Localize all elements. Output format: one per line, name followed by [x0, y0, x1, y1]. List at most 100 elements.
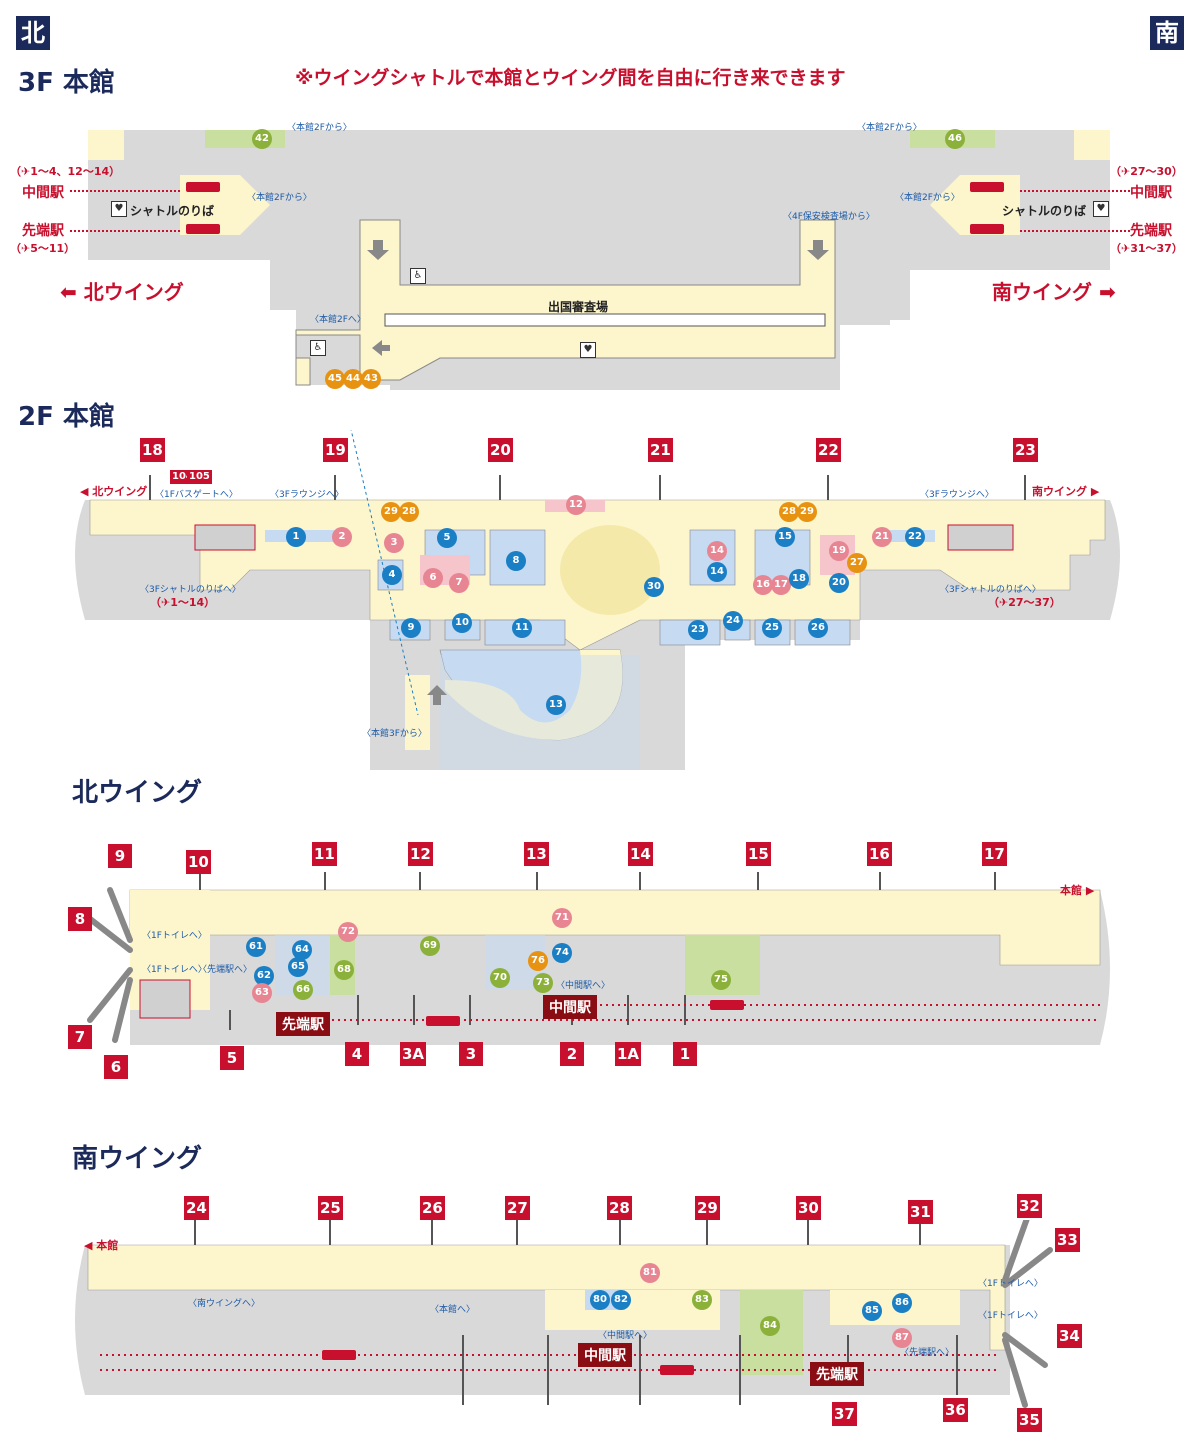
poi-84[interactable]: 84	[760, 1316, 780, 1336]
gate-5[interactable]: 5	[220, 1046, 244, 1070]
poi-18[interactable]: 18	[789, 569, 809, 589]
to-main-building[interactable]: 本館 ▶	[1060, 884, 1095, 897]
gate-13[interactable]: 13	[524, 842, 549, 866]
poi-3[interactable]: 3	[384, 533, 404, 553]
poi-70[interactable]: 70	[490, 968, 510, 988]
gate-8[interactable]: 8	[68, 907, 92, 931]
poi-23[interactable]: 23	[688, 620, 708, 640]
poi-24[interactable]: 24	[723, 611, 743, 631]
poi-45[interactable]: 45	[325, 369, 345, 389]
poi-21[interactable]: 21	[872, 527, 892, 547]
poi-10[interactable]: 10	[452, 613, 472, 633]
gate-31[interactable]: 31	[908, 1200, 933, 1224]
poi-63[interactable]: 63	[252, 983, 272, 1003]
poi-85[interactable]: 85	[862, 1301, 882, 1321]
north-mid-station-label[interactable]: 中間駅	[543, 995, 597, 1019]
gate-6[interactable]: 6	[104, 1055, 128, 1079]
poi-72[interactable]: 72	[338, 922, 358, 942]
gate-26[interactable]: 26	[420, 1196, 445, 1220]
gate-20[interactable]: 20	[488, 438, 513, 462]
south-mid-station[interactable]: 中間駅	[1130, 185, 1172, 201]
poi-1[interactable]: 1	[286, 527, 306, 547]
poi-76[interactable]: 76	[528, 951, 548, 971]
poi-61[interactable]: 61	[246, 937, 266, 957]
poi-14b[interactable]: 14	[707, 562, 727, 582]
gate-18[interactable]: 18	[140, 438, 165, 462]
gate-1A[interactable]: 1A	[615, 1042, 642, 1066]
to-north-wing[interactable]: ◀ 北ウイング	[80, 485, 148, 498]
gate-14[interactable]: 14	[628, 842, 653, 866]
poi-22[interactable]: 22	[905, 527, 925, 547]
south-wing-link[interactable]: 南ウイング ➡	[992, 276, 1116, 305]
gate-17[interactable]: 17	[982, 842, 1007, 866]
gate-19[interactable]: 19	[323, 438, 348, 462]
gate-11[interactable]: 11	[312, 842, 337, 866]
north-end-station[interactable]: 先端駅	[22, 223, 64, 239]
to-main-building[interactable]: ◀ 本館	[84, 1239, 119, 1252]
poi-73[interactable]: 73	[533, 973, 553, 993]
poi-68[interactable]: 68	[334, 960, 354, 980]
poi-14[interactable]: 14	[707, 541, 727, 561]
poi-75[interactable]: 75	[711, 970, 731, 990]
poi-13[interactable]: 13	[546, 695, 566, 715]
gate-15[interactable]: 15	[746, 842, 771, 866]
poi-7[interactable]: 7	[449, 573, 469, 593]
poi-86[interactable]: 86	[892, 1293, 912, 1313]
poi-19[interactable]: 19	[829, 541, 849, 561]
poi-28b[interactable]: 28	[779, 502, 799, 522]
south-mid-station-label[interactable]: 中間駅	[578, 1343, 632, 1367]
poi-71[interactable]: 71	[552, 908, 572, 928]
poi-5[interactable]: 5	[437, 528, 457, 548]
north-end-station-label[interactable]: 先端駅	[276, 1012, 330, 1036]
gate-10[interactable]: 10	[186, 850, 211, 874]
poi-15[interactable]: 15	[775, 527, 795, 547]
poi-65[interactable]: 65	[288, 957, 308, 977]
gate-35[interactable]: 35	[1017, 1408, 1042, 1432]
poi-62[interactable]: 62	[254, 966, 274, 986]
poi-64[interactable]: 64	[292, 940, 312, 960]
poi-43[interactable]: 43	[361, 369, 381, 389]
poi-74[interactable]: 74	[552, 943, 572, 963]
poi-81[interactable]: 81	[640, 1263, 660, 1283]
gate-9[interactable]: 9	[108, 844, 132, 868]
gate-27[interactable]: 27	[505, 1196, 530, 1220]
poi-29[interactable]: 29	[381, 502, 401, 522]
poi-4[interactable]: 4	[382, 565, 402, 585]
gate-24[interactable]: 24	[184, 1196, 209, 1220]
poi-9[interactable]: 9	[401, 618, 421, 638]
poi-12[interactable]: 12	[566, 495, 586, 515]
poi-25[interactable]: 25	[762, 618, 782, 638]
gate-105[interactable]: 105	[187, 470, 212, 484]
gate-36[interactable]: 36	[943, 1398, 968, 1422]
poi-82[interactable]: 82	[611, 1290, 631, 1310]
poi-28[interactable]: 28	[399, 502, 419, 522]
poi-69[interactable]: 69	[420, 936, 440, 956]
gate-3[interactable]: 3	[459, 1042, 483, 1066]
to-south-wing[interactable]: 南ウイング ▶	[1032, 485, 1100, 498]
poi-16[interactable]: 16	[753, 575, 773, 595]
gate-22[interactable]: 22	[816, 438, 841, 462]
poi-83[interactable]: 83	[692, 1290, 712, 1310]
gate-7[interactable]: 7	[68, 1025, 92, 1049]
poi-66[interactable]: 66	[293, 980, 313, 1000]
gate-29[interactable]: 29	[695, 1196, 720, 1220]
poi-80[interactable]: 80	[590, 1290, 610, 1310]
gate-32[interactable]: 32	[1017, 1194, 1042, 1218]
gate-16[interactable]: 16	[867, 842, 892, 866]
poi-27[interactable]: 27	[847, 553, 867, 573]
gate-3A[interactable]: 3A	[400, 1042, 427, 1066]
north-wing-link[interactable]: ⬅ 北ウイング	[60, 276, 184, 305]
gate-1[interactable]: 1	[673, 1042, 697, 1066]
gate-23[interactable]: 23	[1013, 438, 1038, 462]
poi-11[interactable]: 11	[512, 618, 532, 638]
poi-42[interactable]: 42	[252, 129, 272, 149]
gate-12[interactable]: 12	[408, 842, 433, 866]
poi-87[interactable]: 87	[892, 1328, 912, 1348]
poi-17[interactable]: 17	[771, 575, 791, 595]
north-mid-station[interactable]: 中間駅	[22, 185, 64, 201]
gate-28[interactable]: 28	[607, 1196, 632, 1220]
poi-8[interactable]: 8	[506, 551, 526, 571]
gate-21[interactable]: 21	[648, 438, 673, 462]
poi-46[interactable]: 46	[945, 129, 965, 149]
poi-44[interactable]: 44	[343, 369, 363, 389]
